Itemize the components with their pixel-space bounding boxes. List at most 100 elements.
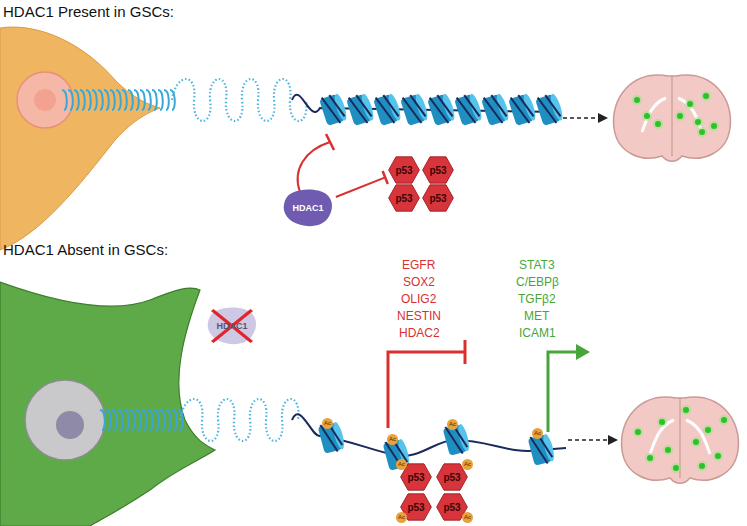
histone-face <box>440 93 456 122</box>
dna-wrap <box>484 93 508 126</box>
nucleosome <box>400 92 430 127</box>
dna-wrap <box>430 93 454 126</box>
tumor-glow <box>709 121 719 131</box>
nucleosome <box>346 92 376 127</box>
dashed-arrow <box>568 439 610 441</box>
nucleosome <box>454 92 484 127</box>
node-label: HDAC1 <box>216 321 247 331</box>
tumor-glow <box>633 427 643 437</box>
brain-section <box>614 75 731 161</box>
tumor-glow <box>693 117 703 127</box>
acetyl-mark: Ac <box>396 459 407 470</box>
hexagon <box>423 185 454 211</box>
node-label: p53 <box>407 472 424 483</box>
tumor-cell <box>693 439 699 445</box>
tumor-glow <box>681 405 691 415</box>
chromatin-fiber <box>180 399 298 441</box>
histone-face <box>548 93 564 122</box>
chromatin-fiber <box>172 79 306 121</box>
node-label: p53 <box>395 165 412 176</box>
ventricle <box>642 98 666 132</box>
midline <box>671 76 672 156</box>
tumor-cell <box>655 121 661 127</box>
node-label: p53 <box>429 193 446 204</box>
hdac1-protein: HDAC1 <box>206 306 258 346</box>
node-label: HDAC1 <box>292 203 323 213</box>
p53-subunit: p53 <box>422 156 454 184</box>
arrowhead <box>608 435 618 445</box>
tumor-cell <box>687 101 693 107</box>
tumor-cell <box>715 453 721 459</box>
node-label: p53 <box>443 472 460 483</box>
gene-name: HDAC2 <box>399 326 440 340</box>
dna-wrap <box>511 93 535 126</box>
histone-face <box>332 93 348 122</box>
acetyl-mark: Ac <box>447 419 458 430</box>
repression-bar <box>464 340 467 364</box>
brain-section <box>622 397 739 483</box>
gene-name: OLIG2 <box>401 292 436 306</box>
p53-subunit: p53 <box>422 184 454 212</box>
tumor-glow <box>713 451 723 461</box>
hexagon <box>389 157 420 183</box>
histone-face <box>413 93 429 122</box>
acetyl-mark: Ac <box>387 434 398 445</box>
acetyl-mark: Ac <box>322 418 333 429</box>
cell-body <box>0 282 215 526</box>
ventricle <box>686 420 710 454</box>
tumor-glow <box>685 99 695 109</box>
tumor-glow <box>697 461 707 471</box>
tumor-cell <box>721 417 727 423</box>
acetyl-mark: Ac <box>462 459 473 470</box>
node-label: p53 <box>407 502 424 513</box>
nucleosome <box>535 92 565 127</box>
tumor-cell <box>699 463 705 469</box>
histone-face <box>494 93 510 122</box>
nucleosome <box>373 92 403 127</box>
tumor-glow <box>645 453 655 463</box>
tumor-cell <box>635 429 641 435</box>
inhibition-connector <box>336 171 388 197</box>
dna-wrap <box>349 93 373 126</box>
dna-wrap <box>538 93 562 126</box>
chromosome-coil <box>62 90 175 110</box>
chromosome-coil <box>100 410 183 430</box>
histone-face <box>359 93 375 122</box>
tumor-cell <box>703 93 709 99</box>
protein-blob <box>208 308 256 345</box>
inhibition-line <box>298 142 330 192</box>
inhibition-bar <box>326 134 334 150</box>
tumor-cell <box>677 113 683 119</box>
gene-name: NESTIN <box>397 309 441 323</box>
gene-name: STAT3 <box>519 258 555 272</box>
panel-title: HDAC1 Present in GSCs: <box>3 3 174 20</box>
gene-name: TGFβ2 <box>518 292 556 306</box>
gene-name: MET <box>524 309 549 323</box>
tumor-glow <box>701 91 711 101</box>
inhibition-bar <box>383 171 388 184</box>
hexagon <box>389 185 420 211</box>
dashed-arrow <box>563 117 600 119</box>
panel-title: HDAC1 Absent in GSCs: <box>3 241 168 258</box>
hexagon <box>423 157 454 183</box>
histone-face <box>386 93 402 122</box>
tumor-glow <box>719 415 729 425</box>
nucleus <box>25 380 105 460</box>
tumor-cell <box>683 407 689 413</box>
nucleosome <box>481 92 511 127</box>
tumor-cell <box>673 465 679 471</box>
connector-line <box>336 177 385 197</box>
tumor-glow <box>653 119 663 129</box>
acetyl-mark: Ac <box>462 512 473 523</box>
nucleus <box>17 72 73 128</box>
dna-wrap <box>322 93 346 126</box>
tumor-cell <box>665 447 671 453</box>
gene-name: C/EBPβ <box>516 275 559 289</box>
node-label: p53 <box>443 502 460 513</box>
nucleosome <box>427 92 457 127</box>
tumor-glow <box>632 95 642 105</box>
p53-subunit: p53 <box>388 156 420 184</box>
gene-name: ICAM1 <box>519 326 556 340</box>
dna-wrap <box>403 93 427 126</box>
